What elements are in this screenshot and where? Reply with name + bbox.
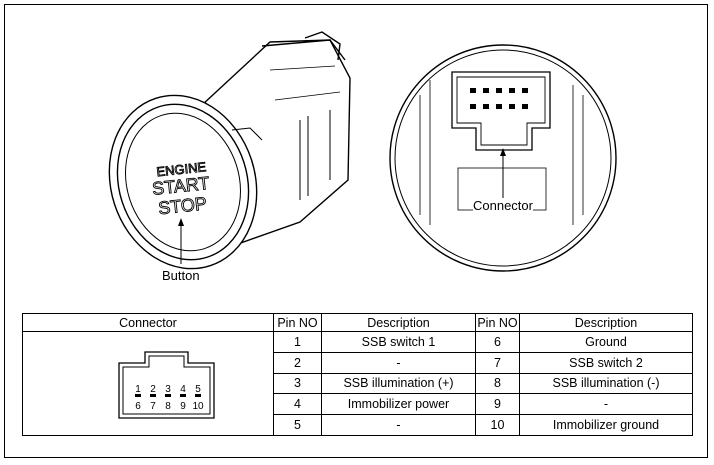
pin-label-9: 9 xyxy=(180,401,186,412)
pin-label-4: 4 xyxy=(180,384,186,395)
pin-label-5: 5 xyxy=(195,384,201,395)
detail-pin-grid xyxy=(470,88,528,109)
pin-description: Immobilizer power xyxy=(321,393,476,416)
header-pin-no: Pin NO xyxy=(273,313,322,332)
connector-drawing-cell: 1 2 3 4 5 6 7 8 9 10 xyxy=(22,331,274,436)
pin-description: - xyxy=(321,414,476,436)
switch-body xyxy=(108,31,351,270)
button-label: Button xyxy=(162,268,200,283)
pin-description: - xyxy=(519,393,693,416)
pin-label-8: 8 xyxy=(165,401,171,412)
pin-number: 1 xyxy=(273,331,322,353)
table-row: 5 - 10 Immobilizer ground xyxy=(23,414,693,436)
engine-label: ENGINE xyxy=(156,159,207,179)
table-row: 2 - 7 SSB switch 2 xyxy=(23,351,693,374)
pin-number: 7 xyxy=(475,351,520,374)
pin-description: - xyxy=(321,351,476,374)
connector-label: Connector xyxy=(473,198,533,213)
pin-number: 2 xyxy=(273,351,322,374)
pin-number: 4 xyxy=(273,393,322,416)
pin-description: SSB illumination (-) xyxy=(519,372,693,395)
pin-description: Ground xyxy=(519,331,693,353)
connector-face-drawing: 1 2 3 4 5 6 7 8 9 10 xyxy=(118,351,215,419)
pin-label-10: 10 xyxy=(192,401,204,412)
header-description: Description xyxy=(321,313,476,332)
stop-label: STOP xyxy=(157,193,208,218)
header-pin-no-2: Pin NO xyxy=(475,313,520,332)
table-row: 3 SSB illumination (+) 8 SSB illuminatio… xyxy=(23,372,693,395)
pin-number: 10 xyxy=(475,414,520,436)
table-row: 1 2 3 4 5 6 7 8 9 10 1 SSB swi xyxy=(22,331,693,436)
table-header-row: Connector Pin NO Description Pin NO Desc… xyxy=(22,313,693,332)
pin-description: SSB switch 2 xyxy=(519,351,693,374)
pin-number: 5 xyxy=(273,414,322,436)
pin-label-2: 2 xyxy=(150,384,156,395)
pin-description: Immobilizer ground xyxy=(519,414,693,436)
pin-label-3: 3 xyxy=(165,384,171,395)
header-description-2: Description xyxy=(519,313,693,332)
engine-start-stop-text: ENGINE START STOP xyxy=(151,159,211,219)
pin-label-6: 6 xyxy=(135,401,141,412)
pin-number: 6 xyxy=(475,331,520,353)
button-arrowhead xyxy=(178,218,184,226)
pin-description: SSB switch 1 xyxy=(321,331,476,353)
connector-arrowhead xyxy=(500,148,506,156)
illustration: ENGINE START STOP xyxy=(108,31,617,272)
pin-description: SSB illumination (+) xyxy=(321,372,476,395)
pin-label-7: 7 xyxy=(150,401,156,412)
pin-number: 8 xyxy=(475,372,520,395)
diagram-frame xyxy=(4,4,708,458)
pin-table: Connector Pin NO Description Pin NO Desc… xyxy=(22,313,693,436)
pin-number: 3 xyxy=(273,372,322,395)
header-connector: Connector xyxy=(22,313,274,332)
pin-label-1: 1 xyxy=(135,384,141,395)
pin-number: 9 xyxy=(475,393,520,416)
connector-detail-view xyxy=(389,44,617,272)
